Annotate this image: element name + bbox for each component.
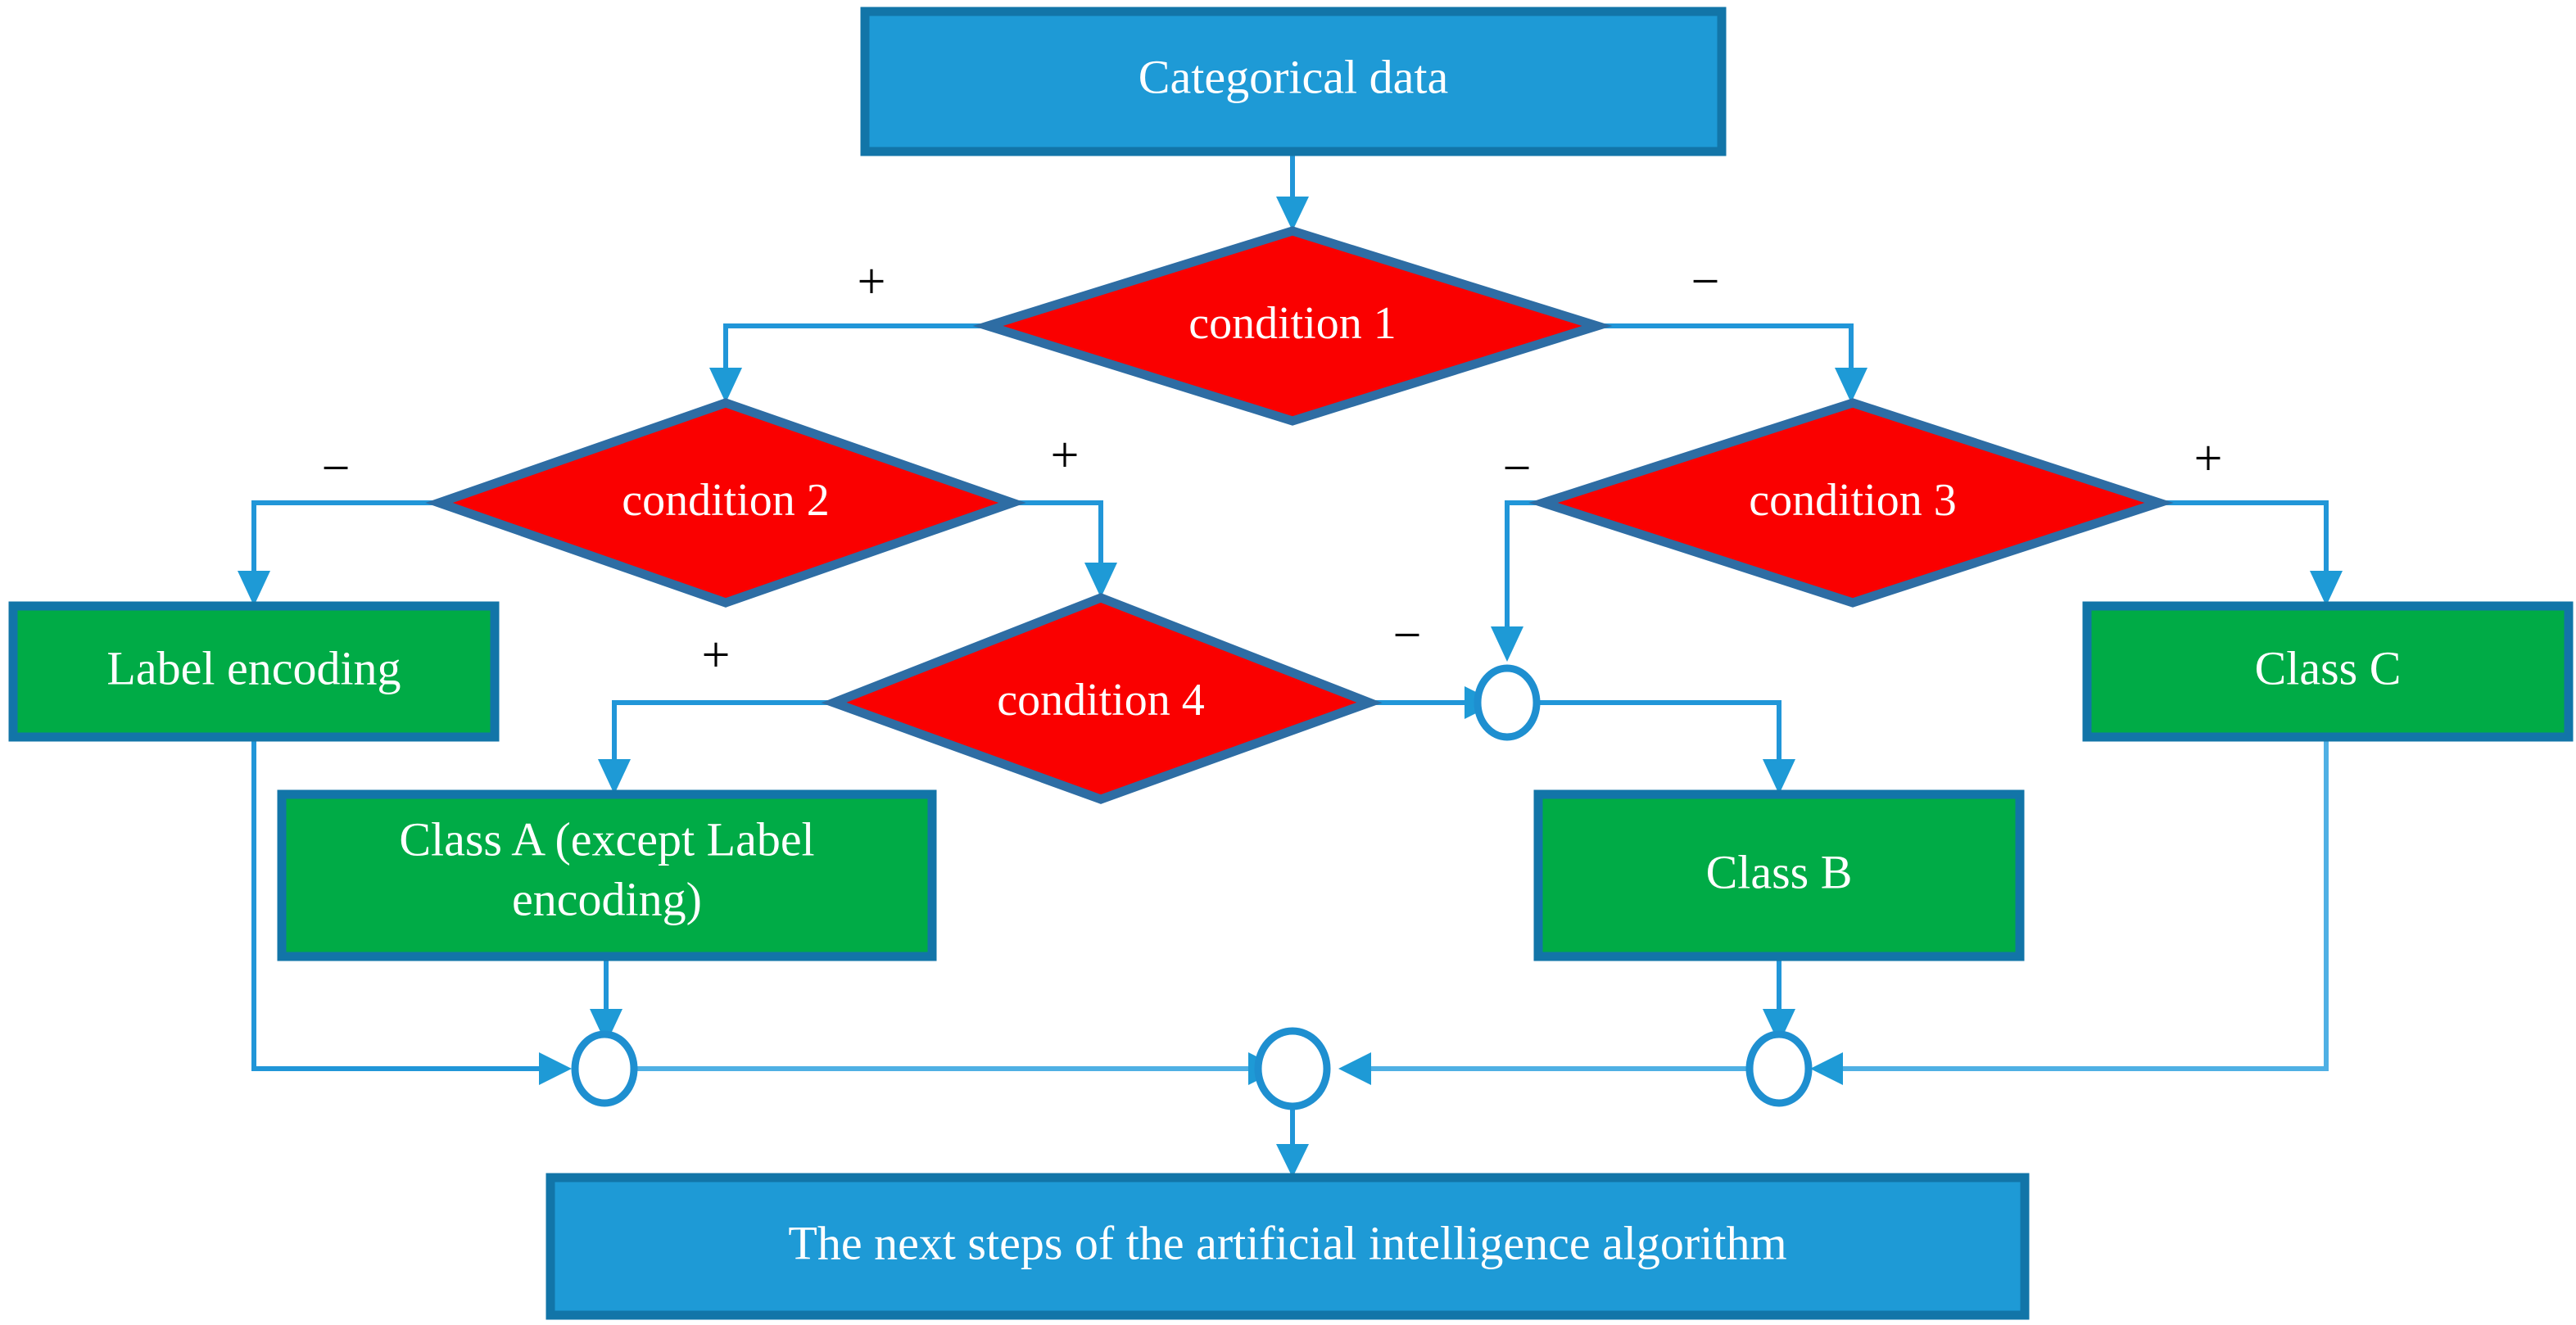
condition-3-diamond[interactable] (1528, 398, 2174, 608)
edge-class-c-to-mergeright (1841, 737, 2329, 1071)
edge-condition1-plus (723, 323, 991, 370)
edge-condition4-plus (612, 700, 834, 762)
next-steps-label: The next steps of the artificial intelli… (788, 1216, 1786, 1269)
node-class-c[interactable]: Class C (2082, 601, 2574, 742)
condition-3-label: condition 3 (1749, 475, 1957, 526)
sign-condition1-plus: + (858, 254, 886, 310)
node-condition-4[interactable]: condition 4 (821, 593, 1383, 804)
node-next-steps[interactable]: The next steps of the artificial intelli… (546, 1173, 2030, 1320)
class-a-label-line1: Class A (except Label (399, 812, 814, 866)
arrowhead-merge-right-right (1810, 1052, 1843, 1085)
label-encoding-box[interactable] (8, 601, 500, 742)
condition-2-diamond[interactable] (425, 398, 1026, 608)
class-a-label-line2: encoding) (512, 872, 702, 925)
merge-node-center[interactable] (1254, 1027, 1331, 1110)
categorical-data-box[interactable] (860, 7, 1727, 156)
edge-condition2-minus (251, 500, 439, 573)
edge-label-encoding-to-mergeleft (251, 737, 541, 1071)
merge-node-mid-right[interactable] (1474, 664, 1541, 741)
class-a-box[interactable] (277, 789, 937, 961)
sign-condition2-plus: + (1051, 427, 1080, 483)
label-encoding-label: Label encoding (106, 641, 401, 694)
arrowhead-condition4-top (1084, 563, 1117, 598)
arrowhead-condition1-top (1276, 197, 1309, 231)
sign-condition3-plus: + (2194, 431, 2223, 486)
edge-condition3-plus (2159, 500, 2329, 573)
arrowhead-class-a-top (598, 759, 631, 794)
condition-1-diamond[interactable] (972, 226, 1613, 426)
node-categorical-data[interactable]: Categorical data (860, 7, 1727, 156)
edge-condition3-minus (1505, 500, 1543, 629)
arrowhead-condition2-top (709, 368, 742, 403)
merge-node-right[interactable] (1745, 1030, 1813, 1107)
arrowhead-merge-midright-top (1491, 626, 1523, 662)
class-b-box[interactable] (1533, 789, 2025, 961)
next-steps-box[interactable] (546, 1173, 2030, 1320)
class-c-label: Class C (2255, 641, 2402, 694)
condition-1-label: condition 1 (1188, 298, 1397, 349)
edge-sign-layer: + − − + − + + − (322, 254, 2223, 683)
sign-condition2-minus: − (322, 441, 351, 496)
arrowhead-end-top (1276, 1144, 1309, 1178)
class-c-box[interactable] (2082, 601, 2574, 742)
sign-condition1-minus: − (1691, 254, 1720, 310)
arrowhead-condition3-top (1835, 368, 1867, 403)
sign-condition4-plus: + (702, 627, 731, 683)
node-condition-2[interactable]: condition 2 (425, 398, 1026, 608)
merge-node-left[interactable] (571, 1030, 638, 1107)
arrowhead-merge-left-in (539, 1052, 572, 1085)
node-class-b[interactable]: Class B (1533, 789, 2025, 961)
edge-condition2-plus (1012, 500, 1103, 565)
arrowhead-merge-right-top (1763, 1009, 1795, 1044)
node-condition-1[interactable]: condition 1 (972, 226, 1613, 426)
node-label-encoding[interactable]: Label encoding (8, 601, 500, 742)
arrowhead-merge-center-right (1338, 1052, 1371, 1085)
condition-4-label: condition 4 (997, 675, 1205, 726)
categorical-data-label: Categorical data (1139, 50, 1448, 103)
edge-merge-midright-to-classb (1533, 700, 1781, 762)
edge-condition1-minus (1596, 323, 1854, 370)
condition-2-label: condition 2 (622, 475, 830, 526)
condition-4-diamond[interactable] (821, 593, 1383, 804)
arrowhead-merge-left-top (590, 1009, 622, 1044)
arrowhead-class-b-top (1763, 759, 1795, 794)
arrowhead-label-encoding-top (238, 571, 270, 606)
connector-layer (238, 151, 2343, 1178)
node-condition-3[interactable]: condition 3 (1528, 398, 2174, 608)
class-b-label: Class B (1706, 845, 1853, 898)
sign-condition3-minus: − (1503, 441, 1532, 496)
sign-condition4-minus: − (1393, 608, 1422, 663)
node-class-a[interactable]: Class A (except Label encoding) (277, 789, 937, 961)
arrowhead-class-c-top (2310, 571, 2343, 606)
